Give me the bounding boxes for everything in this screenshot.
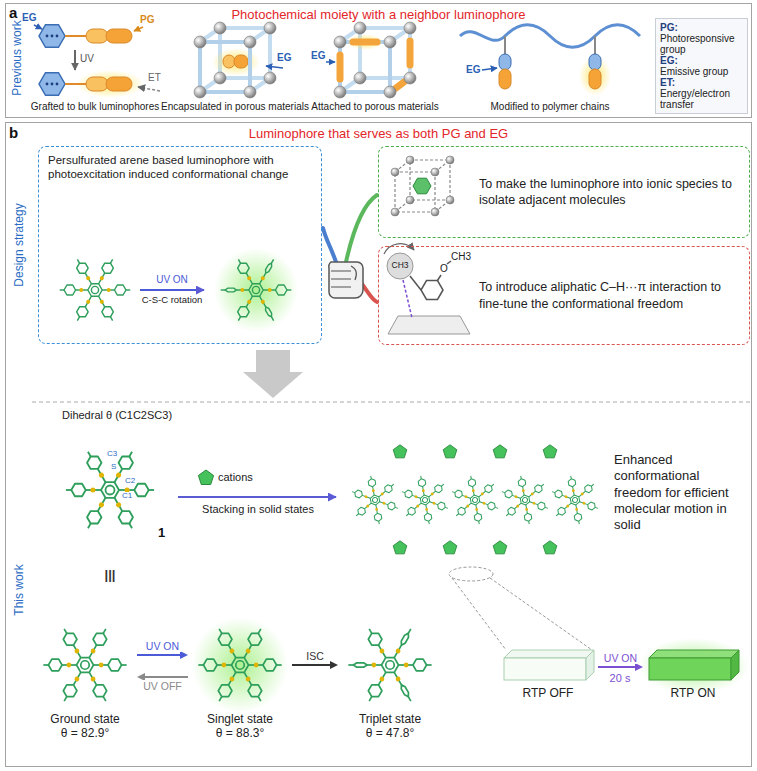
legend-box: PG:Photoresponsive groupEG:Emissive grou… (655, 18, 748, 114)
node-text: θ = 47.8° (340, 726, 440, 740)
connector-arrow (137, 651, 188, 659)
node-text: Persulfurated arene based luminophore wi… (48, 153, 312, 182)
node-text: To make the luminophore into ionic speci… (479, 176, 739, 209)
panel-letter: a (9, 4, 17, 21)
sample-node: RTP ON (645, 640, 741, 700)
node-text: Energy/electron transfer (660, 88, 743, 110)
strategy-box: To make the luminophore into ionic speci… (378, 146, 750, 238)
sample-node: RTP OFF (500, 640, 596, 700)
arrow-head (635, 663, 643, 671)
section-label: This work (13, 564, 27, 615)
compound-number: 1 (158, 526, 165, 541)
node-text: RTP OFF (500, 686, 596, 700)
edge-label: UV ON (602, 652, 639, 664)
edge-label: UV ON (144, 640, 181, 652)
panel-letter: b (9, 124, 18, 141)
state-node: Triplet stateθ = 47.8° (340, 620, 440, 741)
arrow-label: UV ON (156, 274, 188, 286)
node-text: RTP ON (645, 686, 741, 700)
connector-line (137, 654, 181, 656)
atom-label: O (440, 263, 448, 275)
node-text: Triplet state (340, 712, 440, 726)
caption-text: Attached to porous materials (311, 101, 438, 113)
connector-line (292, 664, 331, 666)
atom-label: C3 (106, 450, 118, 458)
part-label: cations (218, 471, 253, 484)
note-text: Dihedral θ (C1C2SC3) (62, 409, 172, 422)
caption-text: Modified to polymer chains (491, 101, 610, 113)
note-text: Enhanced conformational freedom for effi… (614, 452, 750, 533)
part-label: EG (22, 12, 36, 24)
node-text: ET: (660, 77, 743, 88)
part-label: EG (311, 50, 325, 62)
part-label: PG (140, 14, 154, 26)
panel-box: Photochemical moiety with a neighbor lum… (5, 3, 752, 118)
state-node: Ground stateθ = 82.9° (35, 620, 135, 741)
connector-line (598, 666, 636, 668)
edge-label: UV OFF (141, 680, 184, 692)
section-label: Design strategy (13, 203, 27, 286)
part-label: ET (148, 72, 161, 84)
connector-arrow (292, 661, 338, 669)
part-label: UV (80, 53, 94, 65)
node-text: Photoresponsive group (660, 33, 743, 55)
node-text: θ = 82.9° (35, 726, 135, 740)
connector-line (144, 676, 188, 678)
node-text: EG: (660, 55, 743, 66)
caption-text: Encapsulated in porous materials (161, 101, 309, 113)
section-label: Previous work (11, 20, 25, 95)
arrow-head (180, 651, 188, 659)
connector-arrow (598, 663, 643, 671)
atom-label: S (110, 463, 117, 471)
arrow-head (330, 661, 338, 669)
part-label: EG (277, 52, 291, 64)
caption-text: Grafted to bulk luminophores (31, 101, 159, 113)
edge-label: ISC (304, 650, 326, 662)
node-text: Emissive group (660, 66, 743, 77)
node-text: Ground state (35, 712, 135, 726)
node-text: θ = 88.3° (190, 726, 290, 740)
node-text: Singlet state (190, 712, 290, 726)
arrow-label: C-S-C rotation (142, 295, 203, 306)
arrow-label: Stacking in solid states (202, 503, 314, 516)
strategy-box: To introduce aliphatic C–H···π interacti… (378, 246, 750, 345)
arrow-label: 20 s (610, 672, 631, 685)
atom-label: C1 (121, 492, 133, 500)
group-label: CH3 (451, 251, 471, 263)
node-text: Luminophore that serves as both PG and E… (6, 123, 751, 142)
node-text: Photochemical moiety with a neighbor lum… (6, 4, 751, 23)
state-node: Singlet stateθ = 88.3° (190, 620, 290, 741)
node-text: To introduce aliphatic C–H···π interacti… (479, 279, 739, 312)
equivalence-mark: ||| (105, 568, 116, 583)
part-label: EG (466, 64, 480, 76)
node-text: PG: (660, 22, 743, 33)
strategy-box: Persulfurated arene based luminophore wi… (38, 146, 322, 344)
atom-label: C2 (124, 477, 136, 485)
group-label: CH3 (391, 261, 408, 271)
panel-box: Luminophore that serves as both PG and E… (5, 122, 752, 767)
